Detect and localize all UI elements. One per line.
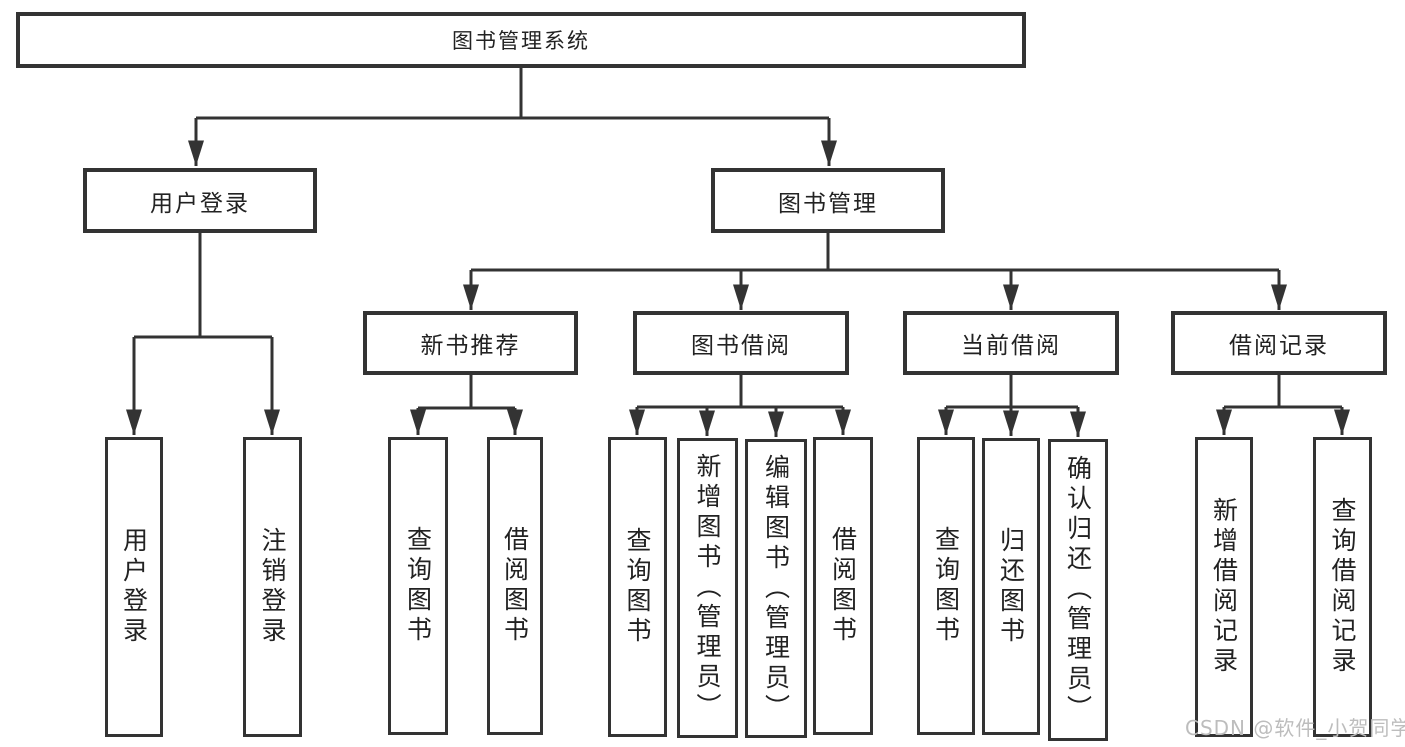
node-borrowing-records: 借阅记录 <box>1171 311 1387 375</box>
node-leaf-return-books: 归还图书 <box>982 438 1040 735</box>
node-user-login: 用户登录 <box>83 168 317 233</box>
node-leaf-user-login: 用户登录 <box>105 437 163 737</box>
node-label: 查询图书 <box>403 526 433 646</box>
node-leaf-borrow-books-1: 借阅图书 <box>487 437 543 735</box>
node-leaf-query-borrow-record: 查询借阅记录 <box>1313 437 1372 737</box>
node-label: 图书管理 <box>778 190 878 217</box>
node-label: 借阅图书 <box>500 526 530 646</box>
node-label: 新增借阅记录 <box>1209 497 1239 677</box>
node-leaf-borrow-books-2: 借阅图书 <box>813 437 873 735</box>
node-label: 编辑图书（管理员） <box>761 453 791 724</box>
node-new-book-recommendation: 新书推荐 <box>363 311 578 375</box>
node-leaf-add-books-admin: 新增图书（管理员） <box>677 438 738 738</box>
node-label: 用户登录 <box>119 527 149 647</box>
node-label: 新增图书（管理员） <box>693 453 722 723</box>
node-label: 用户登录 <box>150 190 250 217</box>
node-leaf-logout: 注销登录 <box>243 437 302 737</box>
node-leaf-edit-books-admin: 编辑图书（管理员） <box>745 439 807 738</box>
node-label: 当前借阅 <box>961 333 1061 359</box>
node-label: 确认归还（管理员） <box>1063 455 1093 725</box>
node-leaf-confirm-return-admin: 确认归还（管理员） <box>1048 439 1108 741</box>
node-label: 归还图书 <box>996 526 1026 647</box>
node-root-library-management-system: 图书管理系统 <box>16 12 1026 68</box>
node-label: 新书推荐 <box>420 333 521 359</box>
node-label: 查询图书 <box>931 526 961 646</box>
node-leaf-query-books-3: 查询图书 <box>917 437 975 735</box>
node-label: 借阅记录 <box>1229 333 1329 359</box>
node-label: 查询图书 <box>623 527 652 647</box>
node-book-management: 图书管理 <box>711 168 945 233</box>
node-book-borrowing: 图书借阅 <box>633 311 849 375</box>
node-leaf-query-books-1: 查询图书 <box>388 437 448 735</box>
watermark: CSDN @软件_小贺同学 <box>1185 716 1405 740</box>
node-label: 查询借阅记录 <box>1328 497 1357 677</box>
node-label: 注销登录 <box>258 527 287 647</box>
node-label: 图书借阅 <box>691 333 791 359</box>
node-leaf-add-borrow-record: 新增借阅记录 <box>1195 437 1253 737</box>
node-current-borrowing: 当前借阅 <box>903 311 1119 375</box>
node-label: 借阅图书 <box>828 526 858 646</box>
node-label: 图书管理系统 <box>452 29 590 53</box>
node-leaf-query-books-2: 查询图书 <box>608 437 667 737</box>
